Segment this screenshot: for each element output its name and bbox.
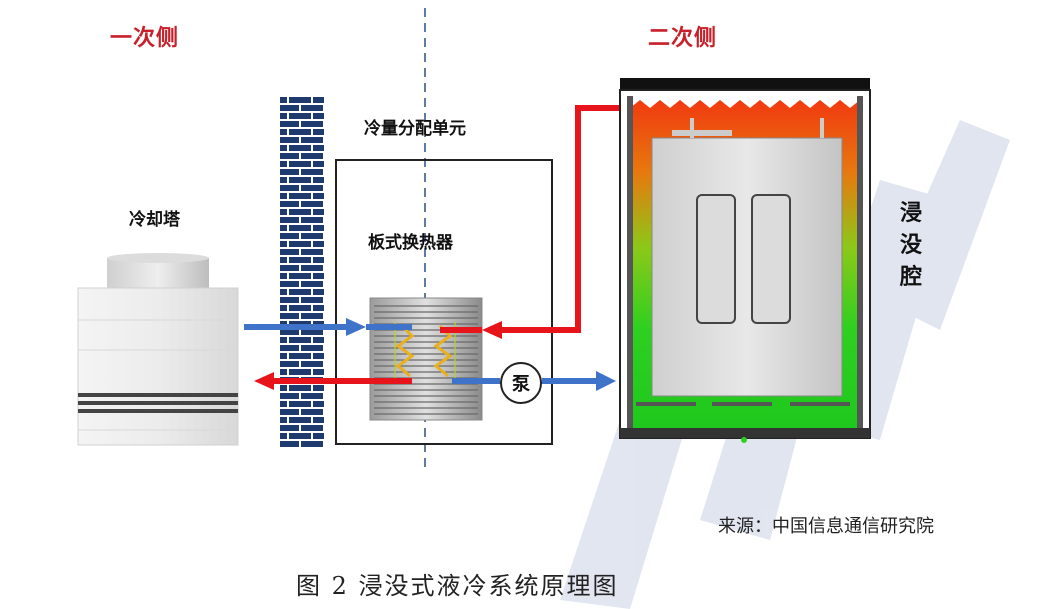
source-text: 来源：中国信息通信研究院 — [718, 516, 934, 537]
primary-side-label: 一次侧 — [110, 26, 180, 51]
secondary-hot-return — [440, 105, 620, 339]
server-slot-right — [751, 194, 791, 324]
cdu-box — [335, 159, 553, 445]
heat-exchanger-label: 板式换热器 — [368, 233, 453, 253]
primary-cold-inflow — [244, 318, 412, 336]
cooling-tower-label: 冷却塔 — [129, 210, 180, 230]
cdu-label: 冷量分配单元 — [364, 119, 466, 139]
secondary-side-label: 二次侧 — [648, 26, 718, 51]
immersion-chamber-label: 浸没腔 — [899, 201, 922, 290]
primary-hot-outflow — [254, 372, 412, 390]
plate-heat-exchanger — [369, 297, 483, 421]
figure-caption: 图 2 浸没式液冷系统原理图 — [296, 572, 619, 600]
immersion-chamber — [619, 78, 871, 443]
secondary-cold-supply — [452, 371, 616, 391]
cooling-tower — [77, 253, 239, 446]
pump-circle — [500, 362, 542, 404]
server-slot-left — [696, 194, 736, 324]
brick-wall — [280, 95, 324, 447]
server-board — [651, 137, 843, 397]
pump-label: 泵 — [512, 374, 530, 395]
